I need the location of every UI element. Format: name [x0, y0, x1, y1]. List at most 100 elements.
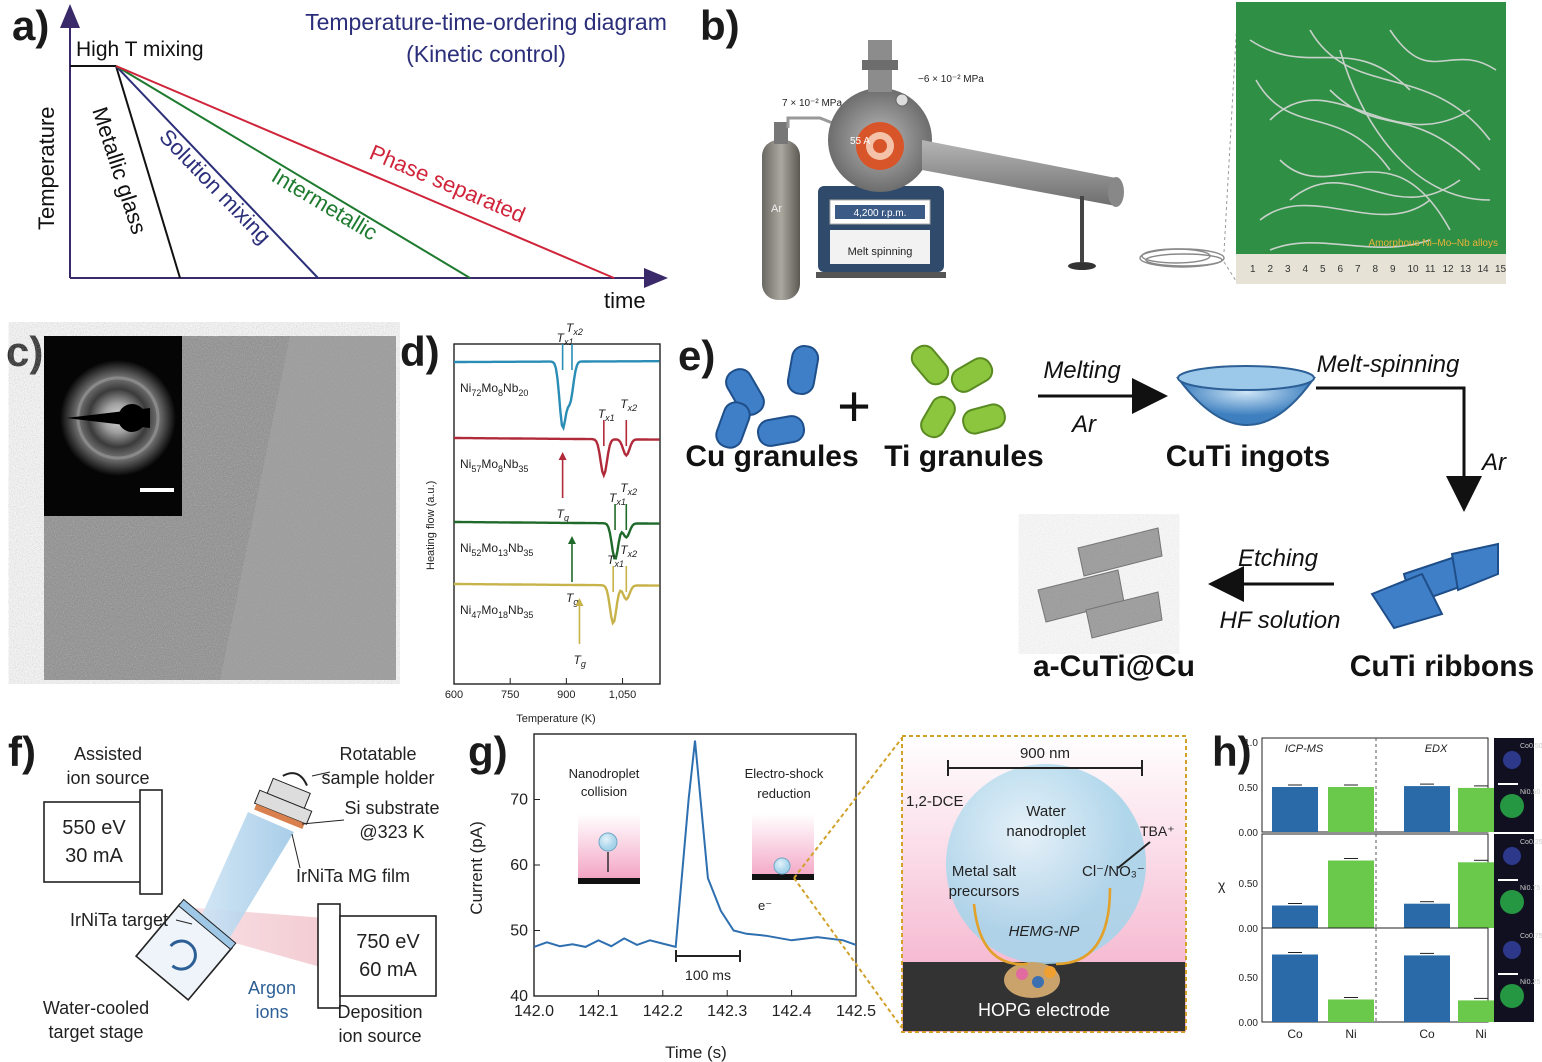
label-high-t-mixing: High T mixing	[76, 38, 204, 61]
dsc-curve	[454, 520, 660, 560]
h-subplot	[1261, 927, 1489, 1023]
edx-map-label: Ni0.25	[1520, 979, 1540, 986]
label-intermetallic: Intermetallic	[267, 163, 382, 246]
water-label-1: Water	[1026, 803, 1065, 820]
tx-label: Tx2	[620, 543, 637, 559]
panel-label-g: g)	[468, 728, 508, 775]
etching-label: Etching	[1238, 545, 1319, 572]
ruler-number: 4	[1303, 264, 1309, 275]
dsc-x-tick: 900	[557, 689, 575, 701]
ingots-label: CuTi ingots	[1166, 440, 1330, 473]
machine-label: Melt spinning	[848, 246, 913, 258]
g-y-tick: 70	[510, 792, 528, 809]
ruler-number: 2	[1268, 264, 1274, 275]
edx-map-label: Ni0.75	[1520, 885, 1540, 892]
ruler-number: 10	[1408, 264, 1420, 275]
g-x-tick: 142.5	[836, 1003, 876, 1020]
panel-label-b: b)	[700, 2, 740, 49]
h-bar	[1328, 787, 1374, 832]
product-label: a-CuTi@Cu	[1033, 650, 1195, 683]
panel-f: f) 550 eV 30 mA Assisted ion source Rota…	[0, 728, 460, 1062]
ribbon-photo	[1236, 2, 1506, 284]
precursor-label-1: Metal salt	[952, 863, 1017, 880]
dsc-x-label: Temperature (K)	[516, 713, 595, 725]
ruler-number: 9	[1390, 264, 1396, 275]
deposition-label-1: Deposition	[337, 1002, 422, 1022]
collision-1: Nanodroplet	[569, 766, 640, 781]
label-metallic-glass: Metallic glass	[87, 104, 152, 237]
dsc-curve-label: Ni72Mo8Nb20	[460, 381, 528, 398]
edx-map-label: Co0.25	[1520, 839, 1542, 846]
ruler-number: 15	[1495, 264, 1507, 275]
h-x-tick: Co	[1419, 1027, 1435, 1041]
line-solution-mixing	[115, 65, 319, 279]
holder-label-1: Rotatable	[339, 744, 416, 764]
tba-label: TBA⁺	[1140, 823, 1175, 839]
target-label: IrNiTa target	[70, 910, 168, 930]
edx-map-label: Co0.50	[1520, 743, 1542, 750]
g-y-tick: 40	[510, 988, 528, 1005]
h-y-tick: 0.00	[1239, 924, 1259, 935]
panel-label-a: a)	[12, 2, 50, 49]
dce-label: 1,2-DCE	[906, 793, 964, 810]
assisted-voltage: 550 eV	[62, 817, 126, 839]
holder-label-2: sample holder	[321, 768, 434, 788]
panel-c: c)	[0, 322, 400, 684]
h-bar	[1272, 905, 1318, 928]
ruler-number: 7	[1355, 264, 1361, 275]
g-x-tick: 142.1	[578, 1003, 618, 1020]
ribbon-pile	[1139, 248, 1225, 268]
g-x-tick: 142.2	[643, 1003, 683, 1020]
h-y-tick: 0.00	[1239, 1018, 1259, 1029]
panel-b: b) Ar 7 × 10⁻² MPa −6 × 10⁻² MPa 4,200 r…	[690, 0, 1542, 320]
x-axis-label: time	[604, 288, 646, 313]
electron-label: e⁻	[758, 898, 772, 913]
h-y-tick: 0.50	[1239, 973, 1259, 984]
a-cuti-ribbons-icon	[1032, 526, 1166, 642]
cu-granules-label: Cu granules	[685, 440, 858, 473]
ruler-number: 3	[1285, 264, 1291, 275]
synthesis-flow: + Cu granules Ti granules Melting Ar CuT…	[685, 344, 1534, 683]
h-bar	[1404, 903, 1450, 928]
diagram-title-1: Temperature-time-ordering diagram	[305, 9, 667, 35]
ruler-number: 5	[1320, 264, 1326, 275]
ruler-number: 1	[1250, 264, 1256, 275]
kinetic-diagram: Metallic glass Solution mixing Intermeta…	[34, 4, 668, 313]
panel-label-h: h)	[1212, 728, 1252, 775]
tg-label: Tg	[573, 653, 585, 669]
ar-label-1: Ar	[1070, 411, 1097, 438]
collection-tube	[922, 140, 1116, 206]
speed-readout: 4,200 r.p.m.	[854, 208, 907, 219]
g-y-label: Current (pA)	[467, 821, 486, 915]
h-y-tick: 0.50	[1239, 879, 1259, 890]
h-subplot	[1261, 737, 1489, 833]
current-label: 55 A	[850, 136, 870, 147]
dsc-plot: Ni72Mo8Nb20Tx1Tx2Ni57Mo8Nb35Tx1Tx2TgNi52…	[425, 322, 661, 725]
dsc-curve-label: Ni57Mo8Nb35	[460, 457, 528, 474]
pressure-left: 7 × 10⁻² MPa	[782, 98, 842, 109]
dsc-curve	[454, 360, 660, 432]
h-y-tick: 0.00	[1239, 828, 1259, 839]
h-x-tick: Ni	[1475, 1027, 1486, 1041]
panel-label-e: e)	[678, 332, 716, 379]
h-bar	[1458, 1000, 1504, 1022]
nm-scale: 900 nm	[1020, 745, 1070, 762]
dsc-curve-label: Ni52Mo13Nb35	[460, 541, 533, 558]
pressure-right: −6 × 10⁻² MPa	[918, 74, 984, 85]
melt-spinning-arrow	[1316, 386, 1482, 512]
cu-granules-icon	[715, 345, 820, 449]
target-stage	[134, 898, 237, 1002]
tx-label: Tx2	[566, 322, 583, 337]
sample-holder	[253, 772, 313, 830]
melt-spinning-label: Melt-spinning	[1317, 351, 1460, 378]
cuti-ribbons-icon	[1370, 542, 1499, 630]
current-series	[533, 740, 857, 949]
label-solution-mixing: Solution mixing	[154, 124, 276, 249]
plus-sign: +	[837, 374, 871, 439]
panel-label-f: f)	[8, 728, 36, 775]
assisted-ion-source	[43, 801, 145, 883]
photo-caption: Amorphous Ni–Mo–Nb alloys	[1368, 238, 1498, 249]
